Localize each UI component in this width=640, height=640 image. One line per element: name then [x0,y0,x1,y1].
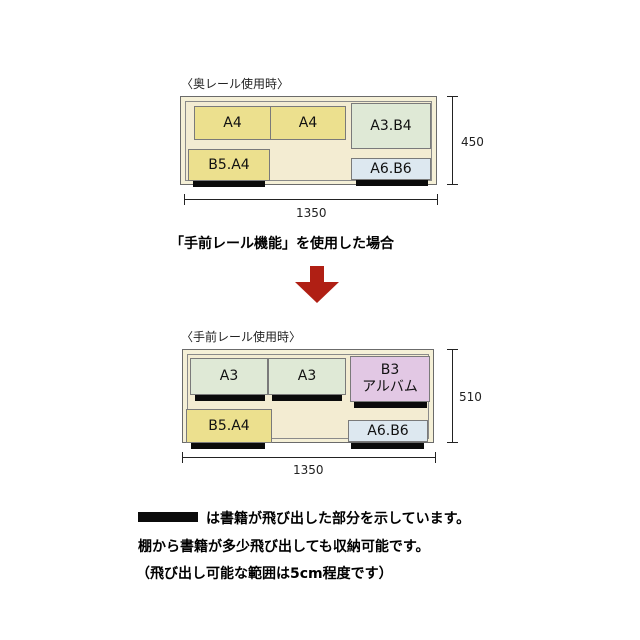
top-box-a6b6: A6.B6 [351,158,431,180]
bottom-protrusion-b3 [354,402,427,408]
top-box-a4-left: A4 [194,106,271,140]
bottom-height-tick-top [447,349,458,350]
top-box-a4-right: A4 [270,106,346,140]
top-height-tick-bottom [447,184,458,185]
bottom-height-line [452,349,453,443]
top-protrusion-b5a4 [193,181,265,187]
bottom-box-b3-album: B3 アルバム [350,356,430,402]
top-width-tick-left [184,194,185,205]
top-height-label: 450 [461,135,484,149]
bottom-width-line [182,457,436,458]
bottom-protrusion-a3-right [272,395,342,401]
top-box-b5a4: B5.A4 [188,149,270,181]
bottom-width-tick-right [435,452,436,463]
bottom-protrusion-a6b6 [351,443,424,449]
bottom-width-label: 1350 [293,463,324,477]
bottom-box-a3-right: A3 [268,358,346,395]
bottom-height-tick-bottom [447,442,458,443]
down-arrow-icon [295,266,339,303]
bottom-box-b5a4: B5.A4 [186,409,272,443]
legend-protrusion-swatch [138,512,198,522]
bottom-box-a6b6: A6.B6 [348,420,428,442]
bottom-height-label: 510 [459,390,482,404]
bottom-protrusion-b5a4 [191,443,265,449]
note-line-1: は書籍が飛び出した部分を示しています。 [206,511,471,527]
top-box-a3b4: A3.B4 [351,103,431,149]
note-line-2: 棚から書籍が多少飛び出しても収納可能です。 [138,539,430,555]
bottom-box-a3-left: A3 [190,358,268,395]
note-line-3: （飛び出し可能な範囲は5cm程度です） [136,566,393,582]
top-height-line [452,96,453,185]
bottom-width-tick-left [182,452,183,463]
bottom-protrusion-a3-left [195,395,265,401]
top-protrusion-a6b6 [356,180,428,186]
top-width-label: 1350 [296,206,327,220]
rear-rail-caption: 〈奥レール使用時〉 [181,77,290,91]
front-rail-caption: 〈手前レール使用時〉 [181,330,302,344]
top-width-line [184,199,438,200]
front-rail-heading: 「手前レール機能」を使用した場合 [170,236,394,252]
top-height-tick-top [447,96,458,97]
top-width-tick-right [437,194,438,205]
